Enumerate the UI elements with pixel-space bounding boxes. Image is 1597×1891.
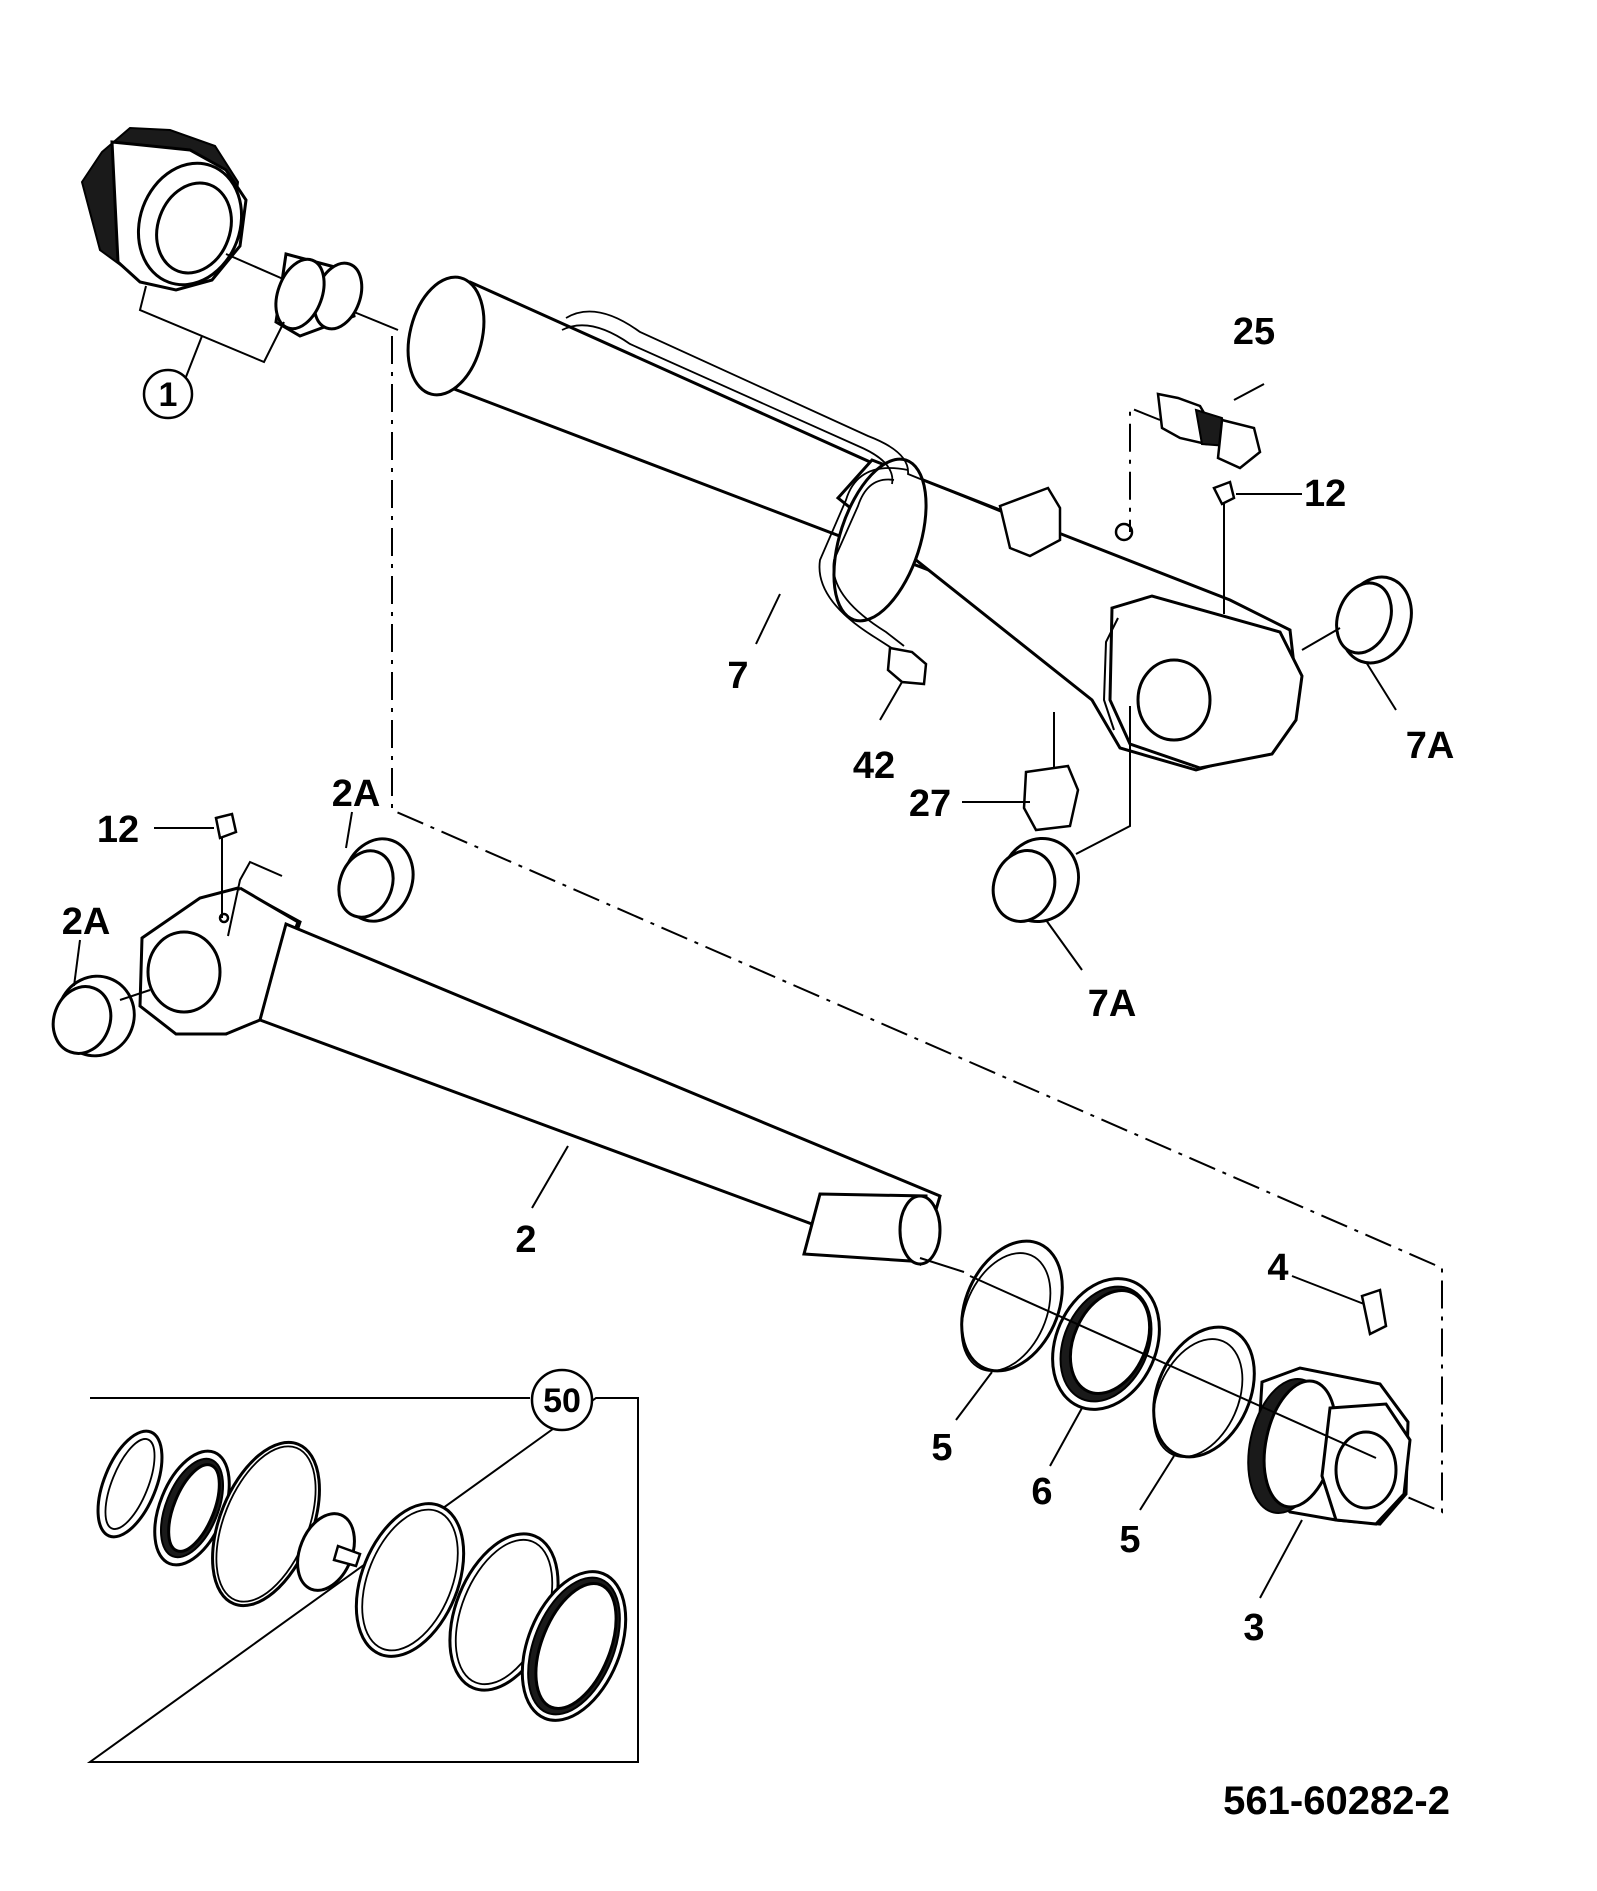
item-42-label: 42 [853, 745, 895, 787]
item-2A-left-label: 2A [62, 901, 111, 943]
drawing-number: 561-60282-2 [1223, 1779, 1450, 1823]
item-5-ring-left [955, 1239, 1064, 1421]
item-7A-bushing-right [1301, 575, 1413, 711]
item-12-top-label: 12 [1304, 473, 1346, 515]
item-50-callout: 50 [530, 1368, 594, 1432]
item-25-valve [1129, 383, 1265, 532]
item-1-callout: 1 [142, 368, 194, 420]
item-7-label: 7 [727, 655, 748, 697]
item-12-grease-fitting-left [154, 812, 238, 918]
item-2-label: 2 [515, 1219, 536, 1261]
item-27-plug [962, 712, 1080, 832]
bushing-part [274, 252, 399, 338]
item-12-grease-fitting-top [1212, 480, 1302, 614]
item-25-label: 25 [1233, 311, 1275, 353]
item-2A-bushing-left [51, 939, 151, 1058]
item-27-label: 27 [909, 783, 951, 825]
item-3-label: 3 [1243, 1607, 1264, 1649]
item-5-left-label: 5 [931, 1427, 952, 1469]
item-12-left-label: 12 [97, 809, 139, 851]
hydraulic-tube [561, 310, 1134, 657]
item-42-fitting [879, 646, 928, 721]
item-3-piston [969, 1275, 1412, 1599]
item-7A-bottom-label: 7A [1088, 983, 1137, 1025]
item-7-leader [755, 593, 781, 645]
item-1-label: 1 [159, 376, 178, 414]
item-1-bracket [138, 285, 285, 383]
cylinder-barrel-part [406, 275, 1304, 772]
item-5-right-label: 5 [1119, 1519, 1140, 1561]
gland-assembly-part [80, 126, 291, 292]
piston-rod-part [138, 860, 965, 1273]
item-7A-bushing-bottom [991, 706, 1131, 971]
item-4-label: 4 [1267, 1247, 1288, 1289]
item-5-ring-right [1139, 1325, 1256, 1511]
item-2A-bushing-top [337, 811, 415, 923]
item-6-label: 6 [1031, 1471, 1052, 1513]
seal-kit-box [86, 1397, 639, 1763]
item-50-label: 50 [543, 1382, 581, 1420]
item-2A-top-label: 2A [332, 773, 381, 815]
assembly-centerline [391, 336, 1443, 1514]
item-7A-right-label: 7A [1406, 725, 1455, 767]
item-4-pin [1291, 1275, 1388, 1336]
item-6-seal [1049, 1277, 1161, 1467]
